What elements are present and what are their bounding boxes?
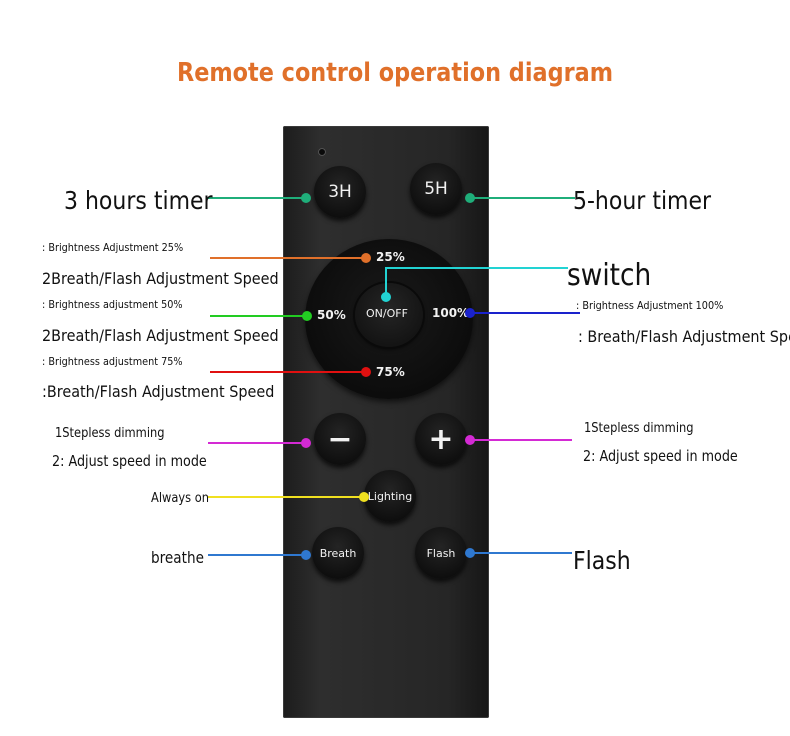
brightness-25-button[interactable]: 25% [376, 250, 405, 264]
label-speed-3: :Breath/Flash Adjustment Speed [42, 382, 275, 401]
lighting-button[interactable]: Lighting [364, 470, 416, 522]
label-always-on: Always on [151, 491, 209, 506]
label-flash: Flash [573, 546, 631, 575]
label-brightness-25: : Brightness Adjustment 25% [42, 241, 184, 254]
dot-lighting [359, 492, 369, 502]
dot-50 [302, 311, 312, 321]
indicator-led [318, 148, 326, 156]
dot-flash [465, 548, 475, 558]
timer-3h-button[interactable]: 3H [314, 166, 366, 218]
label-adjust-right: 2: Adjust speed in mode [583, 447, 738, 465]
breath-button[interactable]: Breath [312, 527, 364, 579]
label-speed-2: 2Breath/Flash Adjustment Speed [42, 326, 279, 345]
brightness-75-button[interactable]: 75% [376, 365, 405, 379]
dot-switch [381, 292, 391, 302]
label-switch: switch [567, 258, 652, 293]
label-stepless-left: 1Stepless dimming [55, 426, 165, 441]
on-off-label: ON/OFF [366, 307, 408, 320]
label-brightness-50: : Brightness adjustment 50% [42, 298, 183, 311]
label-brightness-75: : Brightness adjustment 75% [42, 355, 183, 368]
label-3-hours-timer: 3 hours timer [64, 186, 213, 215]
brightness-50-button[interactable]: 50% [317, 308, 346, 322]
page-title: Remote control operation diagram [177, 58, 613, 88]
label-5-hour-timer: 5-hour timer [573, 186, 712, 215]
dot-minus [301, 438, 311, 448]
label-speed-1: 2Breath/Flash Adjustment Speed [42, 269, 279, 288]
dot-breath [301, 550, 311, 560]
dot-5h [465, 193, 475, 203]
timer-5h-button[interactable]: 5H [410, 163, 462, 215]
label-speed-4: : Breath/Flash Adjustment Speed [578, 327, 790, 346]
dot-100 [465, 308, 475, 318]
dot-3h [301, 193, 311, 203]
brightness-100-button[interactable]: 100% [432, 306, 470, 320]
label-breathe: breathe [151, 548, 204, 567]
label-stepless-right: 1Stepless dimming [584, 421, 694, 436]
plus-button[interactable]: + [415, 413, 467, 465]
dot-75 [361, 367, 371, 377]
line-switch [385, 267, 568, 297]
dot-25 [361, 253, 371, 263]
minus-button[interactable]: − [314, 413, 366, 465]
dot-plus [465, 435, 475, 445]
label-brightness-100: : Brightness Adjustment 100% [576, 299, 724, 312]
flash-button[interactable]: Flash [415, 527, 467, 579]
label-adjust-left: 2: Adjust speed in mode [52, 452, 207, 470]
